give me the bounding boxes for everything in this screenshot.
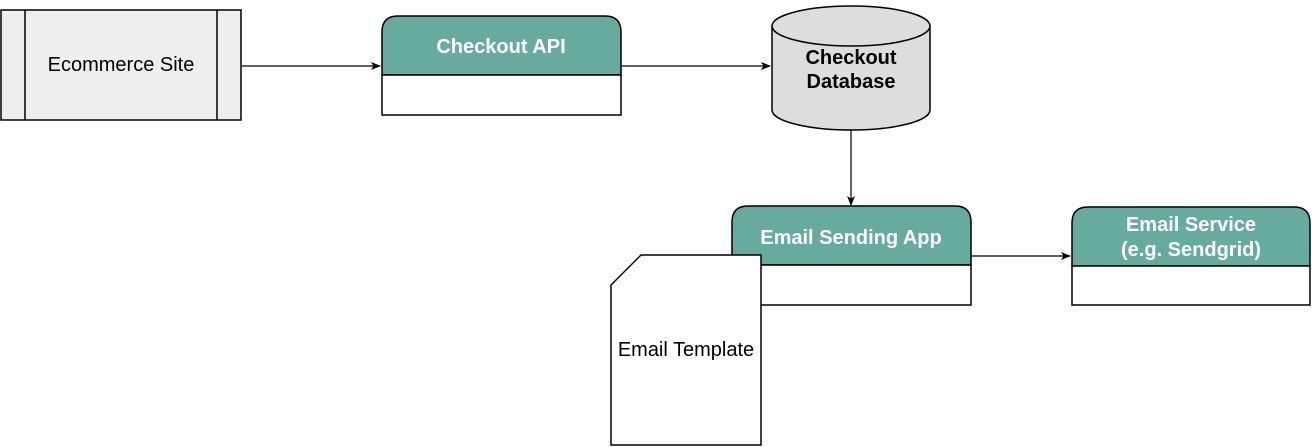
email-sending-app-label: Email Sending App: [760, 227, 942, 249]
email-service-label-line1: Email Service: [1126, 214, 1256, 236]
email-sending-app-node[interactable]: Email Sending App: [731, 205, 972, 306]
email-template-node[interactable]: Email Template: [610, 254, 762, 446]
checkout-database-label-line1: Checkout: [805, 47, 896, 69]
email-template-label: Email Template: [618, 339, 754, 361]
checkout-api-label: Checkout API: [436, 36, 565, 58]
email-service-node[interactable]: Email Service (e.g. Sendgrid): [1071, 206, 1311, 306]
ecommerce-site-node[interactable]: Ecommerce Site: [0, 9, 242, 121]
checkout-database-node[interactable]: Checkout Database: [771, 5, 931, 131]
checkout-api-node[interactable]: Checkout API: [381, 15, 622, 116]
checkout-database-label-line2: Database: [807, 71, 896, 93]
ecommerce-site-label: Ecommerce Site: [48, 54, 195, 76]
email-service-label-line2: (e.g. Sendgrid): [1121, 239, 1261, 261]
